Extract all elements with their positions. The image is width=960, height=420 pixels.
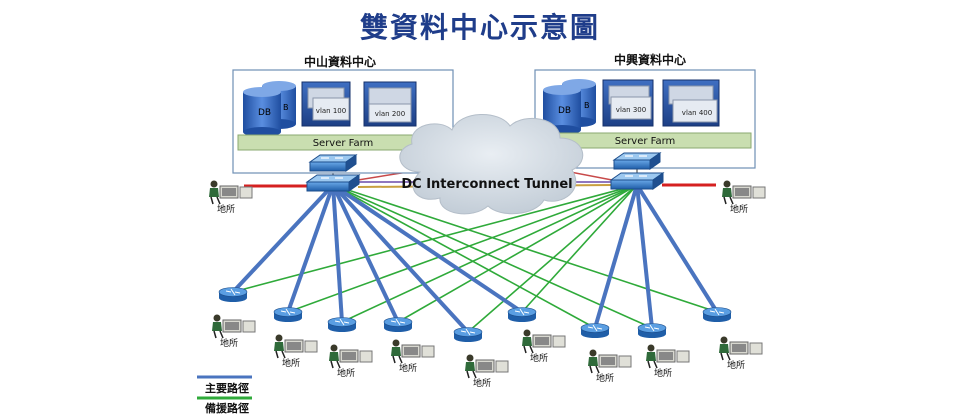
server-farm-label: Server Farm — [313, 138, 374, 149]
datacenter-name: 中興資料中心 — [614, 52, 686, 67]
workstation-icon: 地所 — [209, 180, 253, 215]
workstation-icon: 地所 — [329, 344, 373, 379]
switch-icon — [612, 152, 662, 170]
workstation-icon: 地所 — [719, 336, 763, 371]
nodes-layer: 地所地所地所地所地所地所地所地所地所地所地所 — [209, 152, 766, 389]
database-label: DB — [558, 106, 571, 116]
legend-primary-label: 主要路徑 — [205, 381, 249, 395]
backup-link — [287, 184, 638, 313]
primary-link — [286, 184, 335, 313]
router-icon — [453, 327, 483, 342]
backup-link — [341, 184, 638, 323]
vlan-label: vlan 100 — [316, 107, 346, 115]
primary-link — [635, 183, 719, 314]
switch-icon — [609, 172, 665, 190]
primary-link — [231, 183, 335, 294]
router-icon — [218, 287, 248, 302]
site-label: 地所 — [473, 377, 491, 389]
workstation-icon: 地所 — [391, 339, 435, 374]
site-label: 地所 — [596, 372, 614, 384]
database-back-label: B — [283, 103, 289, 112]
vlan-label: vlan 300 — [616, 106, 646, 114]
datacenter-right: 中興資料中心 B DB vlan 300 vlan 400 — [534, 52, 756, 169]
switch-icon — [305, 174, 361, 192]
primary-link — [635, 184, 654, 329]
site-label: 地所 — [220, 337, 238, 349]
workstation-icon: 地所 — [212, 314, 256, 349]
workstation-icon: 地所 — [588, 349, 632, 384]
backup-link — [521, 184, 638, 313]
backup-link — [467, 184, 638, 333]
site-label: 地所 — [727, 359, 745, 371]
backup-link — [332, 184, 653, 329]
site-label: 地所 — [399, 362, 417, 374]
page-title: 雙資料中心示意圖 — [359, 11, 600, 44]
cloud-icon — [399, 113, 584, 215]
database-label: DB — [258, 108, 271, 118]
workstation-icon: 地所 — [646, 344, 690, 379]
workstation-icon: 地所 — [722, 180, 766, 215]
router-icon — [273, 307, 303, 322]
primary-link — [331, 183, 470, 334]
datacenter-name: 中山資料中心 — [304, 54, 376, 69]
server-farm-label: Server Farm — [615, 136, 676, 147]
router-icon — [580, 323, 610, 338]
primary-link — [331, 184, 400, 323]
backup-link — [332, 184, 596, 329]
router-icon — [637, 323, 667, 338]
site-label: 地所 — [530, 352, 548, 364]
vlan-label: vlan 400 — [682, 109, 712, 117]
switch-icon — [308, 154, 358, 172]
legend: 主要路徑 備援路徑 — [197, 375, 252, 415]
backup-link — [332, 184, 718, 313]
workstation-icon: 地所 — [274, 334, 318, 369]
workstation-icon: 地所 — [522, 329, 566, 364]
site-label: 地所 — [654, 367, 672, 379]
router-icon — [702, 307, 732, 322]
database-back-label: B — [584, 101, 590, 110]
primary-link — [331, 184, 344, 323]
site-label: 地所 — [217, 203, 235, 215]
database-icon: B DB — [543, 79, 596, 135]
datacenter-left: 中山資料中心 B DB vlan 100 vlan 200 — [232, 54, 454, 174]
site-label: 地所 — [730, 203, 748, 215]
tunnel-label: DC Interconnect Tunnel — [401, 177, 572, 192]
vlan-server-group: vlan 100 vlan 200 — [301, 81, 417, 127]
primary-link — [331, 183, 524, 314]
vlan-label: vlan 200 — [375, 110, 405, 118]
router-icon — [383, 317, 413, 332]
primary-link — [593, 184, 639, 329]
site-label: 地所 — [282, 357, 300, 369]
legend-backup-label: 備援路徑 — [205, 401, 249, 415]
site-label: 地所 — [337, 367, 355, 379]
router-icon — [507, 307, 537, 322]
vlan-server-group: vlan 300 vlan 400 — [602, 79, 720, 127]
workstation-icon: 地所 — [465, 354, 509, 389]
router-icon — [327, 317, 357, 332]
